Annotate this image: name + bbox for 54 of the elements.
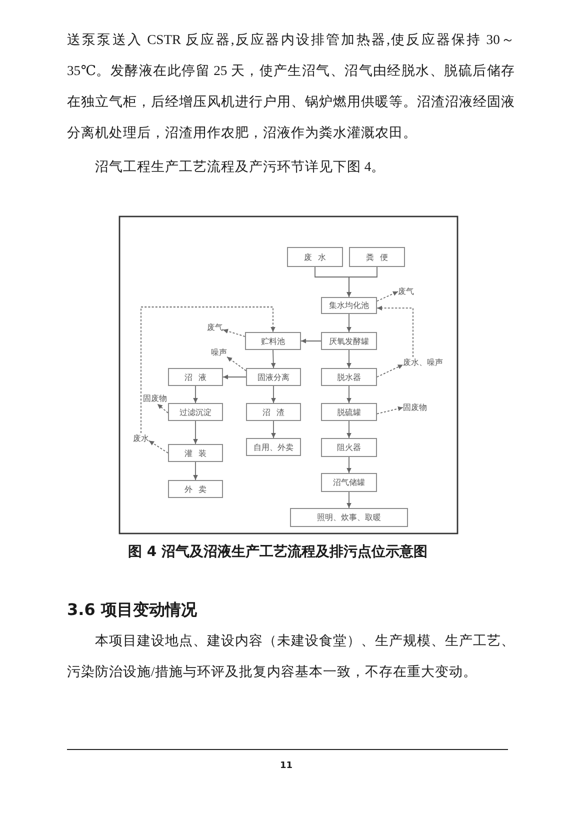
page-number: 11 — [280, 761, 293, 772]
dashed-arrow — [148, 440, 168, 454]
arrow — [271, 386, 276, 404]
process-box: 脱水器 — [321, 368, 377, 386]
dashed-arrow — [376, 406, 404, 414]
arrow — [271, 420, 276, 438]
process-box: 自用、外卖 — [246, 438, 301, 456]
process-box: 贮料池 — [245, 332, 301, 350]
arrow — [346, 386, 352, 404]
arrow — [346, 314, 352, 332]
process-box: 沼渣 — [246, 403, 301, 421]
arrow — [300, 338, 322, 344]
arrow — [222, 374, 246, 380]
dashed-arrow — [140, 306, 276, 434]
dashed-arrow — [222, 328, 246, 337]
dashed-arrow — [376, 306, 414, 358]
dashed-arrow — [376, 364, 404, 378]
dashed-arrow — [156, 404, 168, 414]
process-box: 外卖 — [168, 480, 223, 498]
dashed-arrow — [226, 356, 246, 372]
section-heading: 3.6 项目变动情况 — [67, 600, 197, 620]
arrow — [193, 420, 198, 444]
process-box: 阻火器 — [321, 438, 377, 457]
arrow — [346, 456, 352, 474]
dashed-arrow — [376, 291, 398, 302]
arrow — [193, 462, 198, 480]
emission-label: 固废物 — [403, 402, 427, 413]
process-box: 粪便 — [349, 247, 405, 267]
process-box: 照明、炊事、取暖 — [290, 508, 408, 527]
process-box: 灌装 — [168, 444, 223, 462]
body-paragraph: 沼气工程生产工艺流程及产污环节详见下图 4。 — [94, 158, 386, 176]
emission-label: 废水、噪声 — [403, 357, 443, 368]
arrow — [346, 266, 378, 298]
process-box: 废水 — [287, 247, 343, 267]
arrow — [193, 386, 198, 404]
emission-label: 废水 — [133, 433, 149, 444]
process-box: 厌氧发酵罐 — [321, 332, 377, 350]
emission-label: 废气 — [207, 322, 223, 333]
body-paragraph: 本项目建设地点、建设内容（未建设食堂）、生产规模、生产工艺、污染防治设施/措施与环评及批复内容基本一致，不存在重大变动。 — [67, 632, 515, 681]
body-paragraph: 送泵泵送入 CSTR 反应器,反应器内设排管加热器,使反应器保持 30～35℃。发酵液在此停留 25 天，使产生沼气、沼气由经脱水、脱硫后储存在独立气柜，后经增压风机进行户用、锅炉燃用供暖等。沼渣沼液经固液分离机处理后，沼渣用作农肥，沼液作为粪水灌溉农田。 — [67, 31, 515, 142]
process-box: 固液分离 — [246, 368, 301, 386]
figure-caption: 图 4 沼气及沼液生产工艺流程及排污点位示意图 — [128, 544, 428, 561]
emission-label: 废气 — [398, 286, 414, 297]
arrow — [270, 350, 276, 368]
process-box: 沼气储罐 — [321, 473, 377, 492]
arrow — [346, 492, 352, 508]
process-box: 沼液 — [168, 368, 223, 386]
emission-label: 噪声 — [211, 347, 227, 358]
arrow — [346, 350, 352, 368]
arrow — [346, 420, 352, 438]
process-box: 脱硫罐 — [321, 403, 377, 421]
process-box: 过滤沉淀 — [168, 403, 223, 421]
emission-label: 固废物 — [143, 393, 167, 404]
process-box: 集水均化池 — [321, 297, 377, 314]
